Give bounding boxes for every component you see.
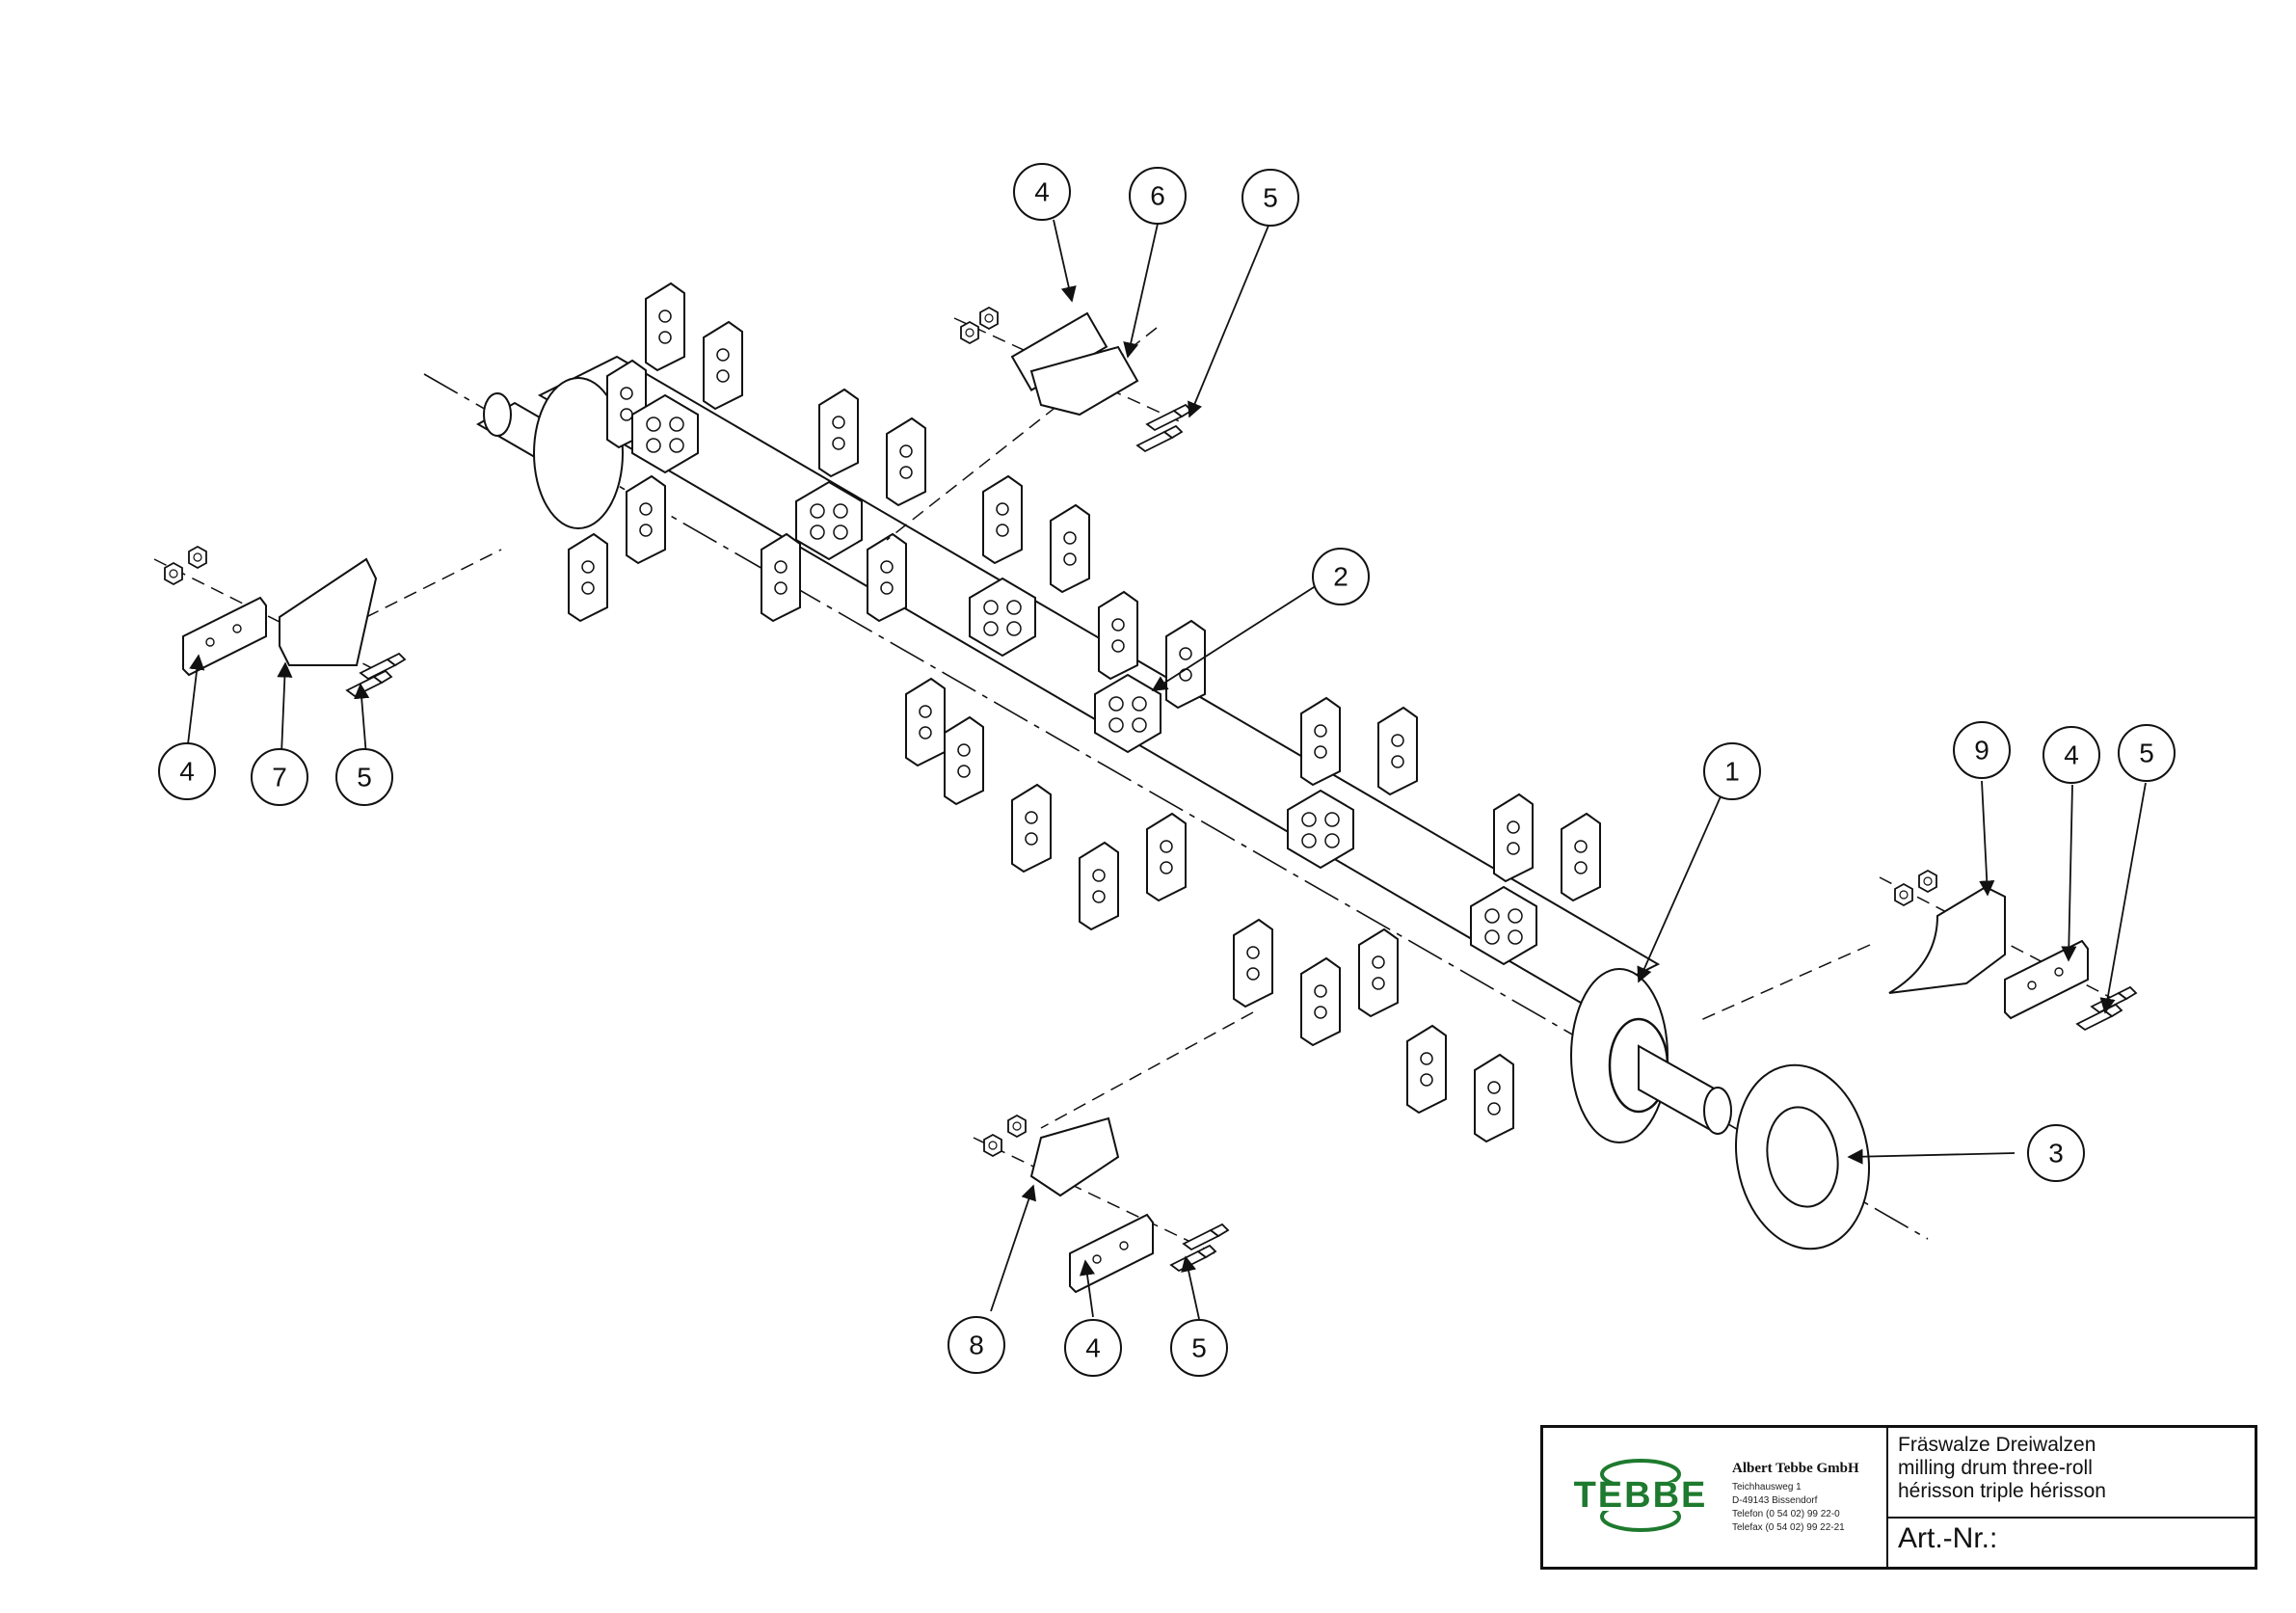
left-shaft bbox=[476, 377, 624, 529]
top-knife-group bbox=[960, 307, 1192, 452]
svg-text:4: 4 bbox=[179, 757, 195, 787]
svg-text:2: 2 bbox=[1333, 562, 1348, 592]
title-block: TEBBE Albert Tebbe GmbH Teichhausweg 1 D… bbox=[1540, 1425, 2257, 1570]
callout-4-right: 4 bbox=[2042, 726, 2100, 784]
description-fr: hérisson triple hérisson bbox=[1898, 1480, 2106, 1502]
address-line: Teichhausweg 1 bbox=[1732, 1482, 1802, 1492]
right-knife-group bbox=[1888, 870, 2137, 1031]
company-block: TEBBE Albert Tebbe GmbH Teichhausweg 1 D… bbox=[1543, 1428, 1888, 1567]
callout-4-bottom: 4 bbox=[1064, 1319, 1122, 1377]
description-de: Fräswalze Dreiwalzen bbox=[1898, 1434, 2096, 1456]
callout-4-left: 4 bbox=[158, 742, 216, 800]
callout-4-top: 4 bbox=[1013, 163, 1071, 221]
right-bearing bbox=[1570, 968, 1732, 1143]
company-name: Albert Tebbe GmbH bbox=[1732, 1461, 1859, 1476]
callout-1: 1 bbox=[1703, 742, 1761, 800]
svg-text:7: 7 bbox=[272, 763, 287, 793]
address-line: Telefax (0 54 02) 99 22-21 bbox=[1732, 1522, 1845, 1533]
address-line: D-49143 Bissendorf bbox=[1732, 1495, 1818, 1506]
callout-2: 2 bbox=[1312, 548, 1370, 605]
svg-text:6: 6 bbox=[1150, 181, 1165, 211]
svg-text:TEBBE: TEBBE bbox=[1574, 1475, 1708, 1516]
callout-5-bottom: 5 bbox=[1170, 1319, 1228, 1377]
callout-5-top: 5 bbox=[1241, 169, 1299, 227]
article-number: Art.-Nr.: bbox=[1898, 1522, 1998, 1554]
svg-text:9: 9 bbox=[1974, 736, 1989, 766]
callout-9: 9 bbox=[1953, 721, 2011, 779]
part-description: Fräswalze Dreiwalzen milling drum three-… bbox=[1888, 1428, 2255, 1519]
washer-part-3 bbox=[1734, 1063, 1871, 1250]
svg-text:1: 1 bbox=[1724, 757, 1740, 787]
left-knife-group bbox=[164, 546, 406, 697]
svg-text:4: 4 bbox=[1034, 177, 1050, 207]
svg-text:5: 5 bbox=[1191, 1333, 1207, 1363]
svg-text:5: 5 bbox=[1263, 183, 1278, 213]
svg-text:4: 4 bbox=[1085, 1333, 1101, 1363]
callout-5-left: 5 bbox=[335, 748, 393, 806]
svg-text:8: 8 bbox=[969, 1331, 984, 1360]
svg-text:3: 3 bbox=[2048, 1139, 2064, 1169]
callout-3: 3 bbox=[2027, 1124, 2085, 1182]
callout-7: 7 bbox=[251, 748, 308, 806]
bottom-knife-group bbox=[983, 1115, 1229, 1293]
svg-text:5: 5 bbox=[2139, 739, 2154, 768]
callout-6: 6 bbox=[1129, 167, 1187, 225]
leader-lines bbox=[186, 219, 2147, 1320]
tebbe-logo: TEBBE bbox=[1555, 1459, 1726, 1532]
description-en: milling drum three-roll bbox=[1898, 1457, 2093, 1479]
address-line: Telefon (0 54 02) 99 22-0 bbox=[1732, 1509, 1840, 1519]
svg-text:4: 4 bbox=[2064, 740, 2079, 770]
callout-8: 8 bbox=[948, 1316, 1005, 1374]
svg-text:5: 5 bbox=[357, 763, 372, 793]
callout-5-right: 5 bbox=[2118, 724, 2176, 782]
